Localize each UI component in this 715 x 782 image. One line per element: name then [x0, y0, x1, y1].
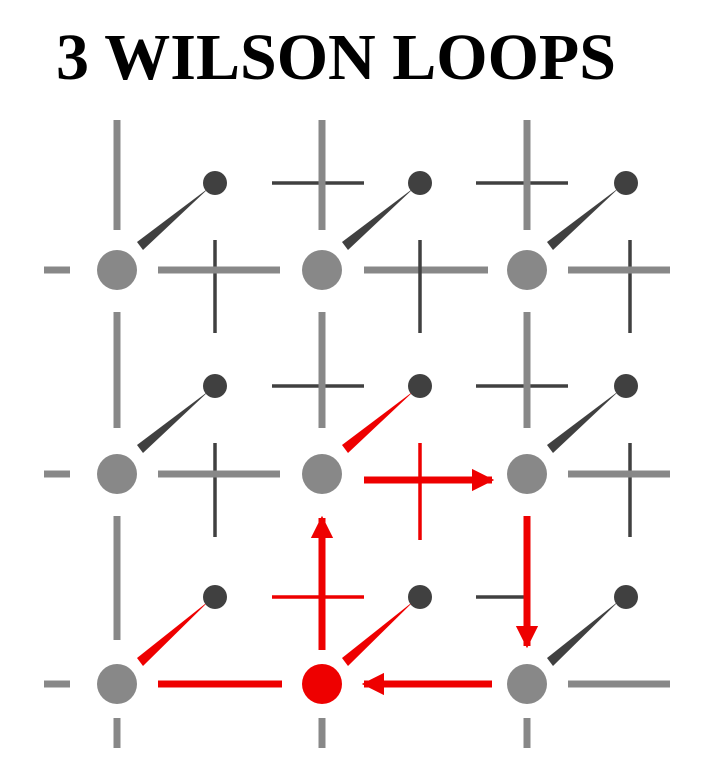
- diagonal-links: [137, 187, 620, 666]
- back-site: [203, 374, 227, 398]
- front-site: [97, 454, 137, 494]
- diagonal-link: [547, 600, 620, 666]
- front-sites: [97, 250, 547, 704]
- back-site: [408, 585, 432, 609]
- highlighted-diagonal-links: [137, 390, 415, 666]
- back-site: [614, 585, 638, 609]
- front-site: [507, 664, 547, 704]
- diagonal-link: [137, 390, 210, 453]
- front-site: [97, 664, 137, 704]
- front-site: [507, 250, 547, 290]
- front-site: [97, 250, 137, 290]
- front-site: [507, 454, 547, 494]
- diagonal-link-highlighted: [342, 390, 415, 453]
- front-site: [302, 454, 342, 494]
- diagonal-link: [547, 187, 620, 250]
- back-sites: [203, 171, 638, 609]
- page-title: 3 WILSON LOOPS: [56, 21, 616, 94]
- diagonal-link: [342, 187, 415, 250]
- back-links: [213, 181, 632, 599]
- loop-arrows: [310, 468, 539, 696]
- back-site: [408, 171, 432, 195]
- back-site: [614, 374, 638, 398]
- diagonal-link-highlighted: [342, 600, 415, 666]
- back-site: [614, 171, 638, 195]
- diagonal-link: [137, 187, 210, 250]
- diagonal-link-highlighted: [137, 600, 210, 666]
- diagonal-link: [547, 390, 620, 453]
- back-site: [408, 374, 432, 398]
- back-site: [203, 171, 227, 195]
- back-site: [203, 585, 227, 609]
- front-site-highlighted: [302, 664, 342, 704]
- front-site: [302, 250, 342, 290]
- front-links: [44, 120, 670, 748]
